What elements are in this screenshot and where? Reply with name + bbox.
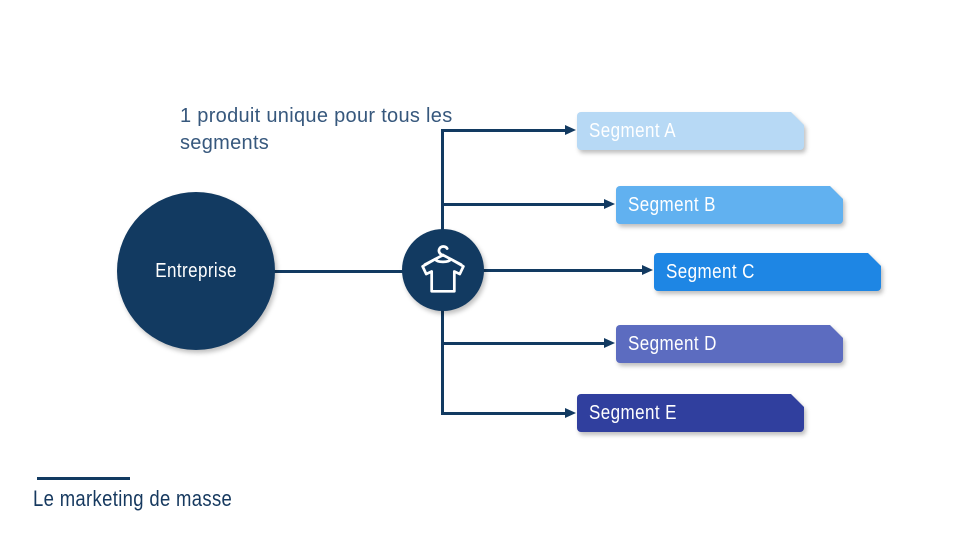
connector-segment-c [482, 269, 644, 272]
segment-a-box: Segment A [577, 112, 804, 150]
arrowhead-segment-b [604, 199, 615, 209]
segment-c-box: Segment C [654, 253, 881, 291]
arrowhead-segment-d [604, 338, 615, 348]
connector-segment-d [442, 342, 608, 345]
segment-b-box: Segment B [616, 186, 843, 224]
segment-b-label: Segment B [628, 193, 716, 216]
entreprise-node: Entreprise [117, 192, 275, 350]
product-node [402, 229, 484, 311]
arrowhead-segment-e [565, 408, 576, 418]
tshirt-on-hanger-icon [414, 241, 472, 299]
segment-c-label: Segment C [666, 260, 755, 283]
arrowhead-segment-a [565, 125, 576, 135]
segment-e-label: Segment E [589, 401, 677, 424]
connector-segment-e [442, 412, 568, 415]
segment-d-box: Segment D [616, 325, 843, 363]
segment-d-label: Segment D [628, 332, 717, 355]
segment-e-box: Segment E [577, 394, 804, 432]
title-rule [37, 477, 130, 480]
connector-segment-a [442, 129, 568, 132]
annotation-text: 1 produit unique pour tous les segments [180, 105, 453, 154]
connector-segment-b [442, 203, 608, 206]
entreprise-label: Entreprise [155, 259, 237, 282]
connector-entreprise-product [272, 270, 403, 273]
segment-a-label: Segment A [589, 119, 676, 142]
arrowhead-segment-c [642, 265, 653, 275]
page-title: Le marketing de masse [33, 486, 233, 511]
